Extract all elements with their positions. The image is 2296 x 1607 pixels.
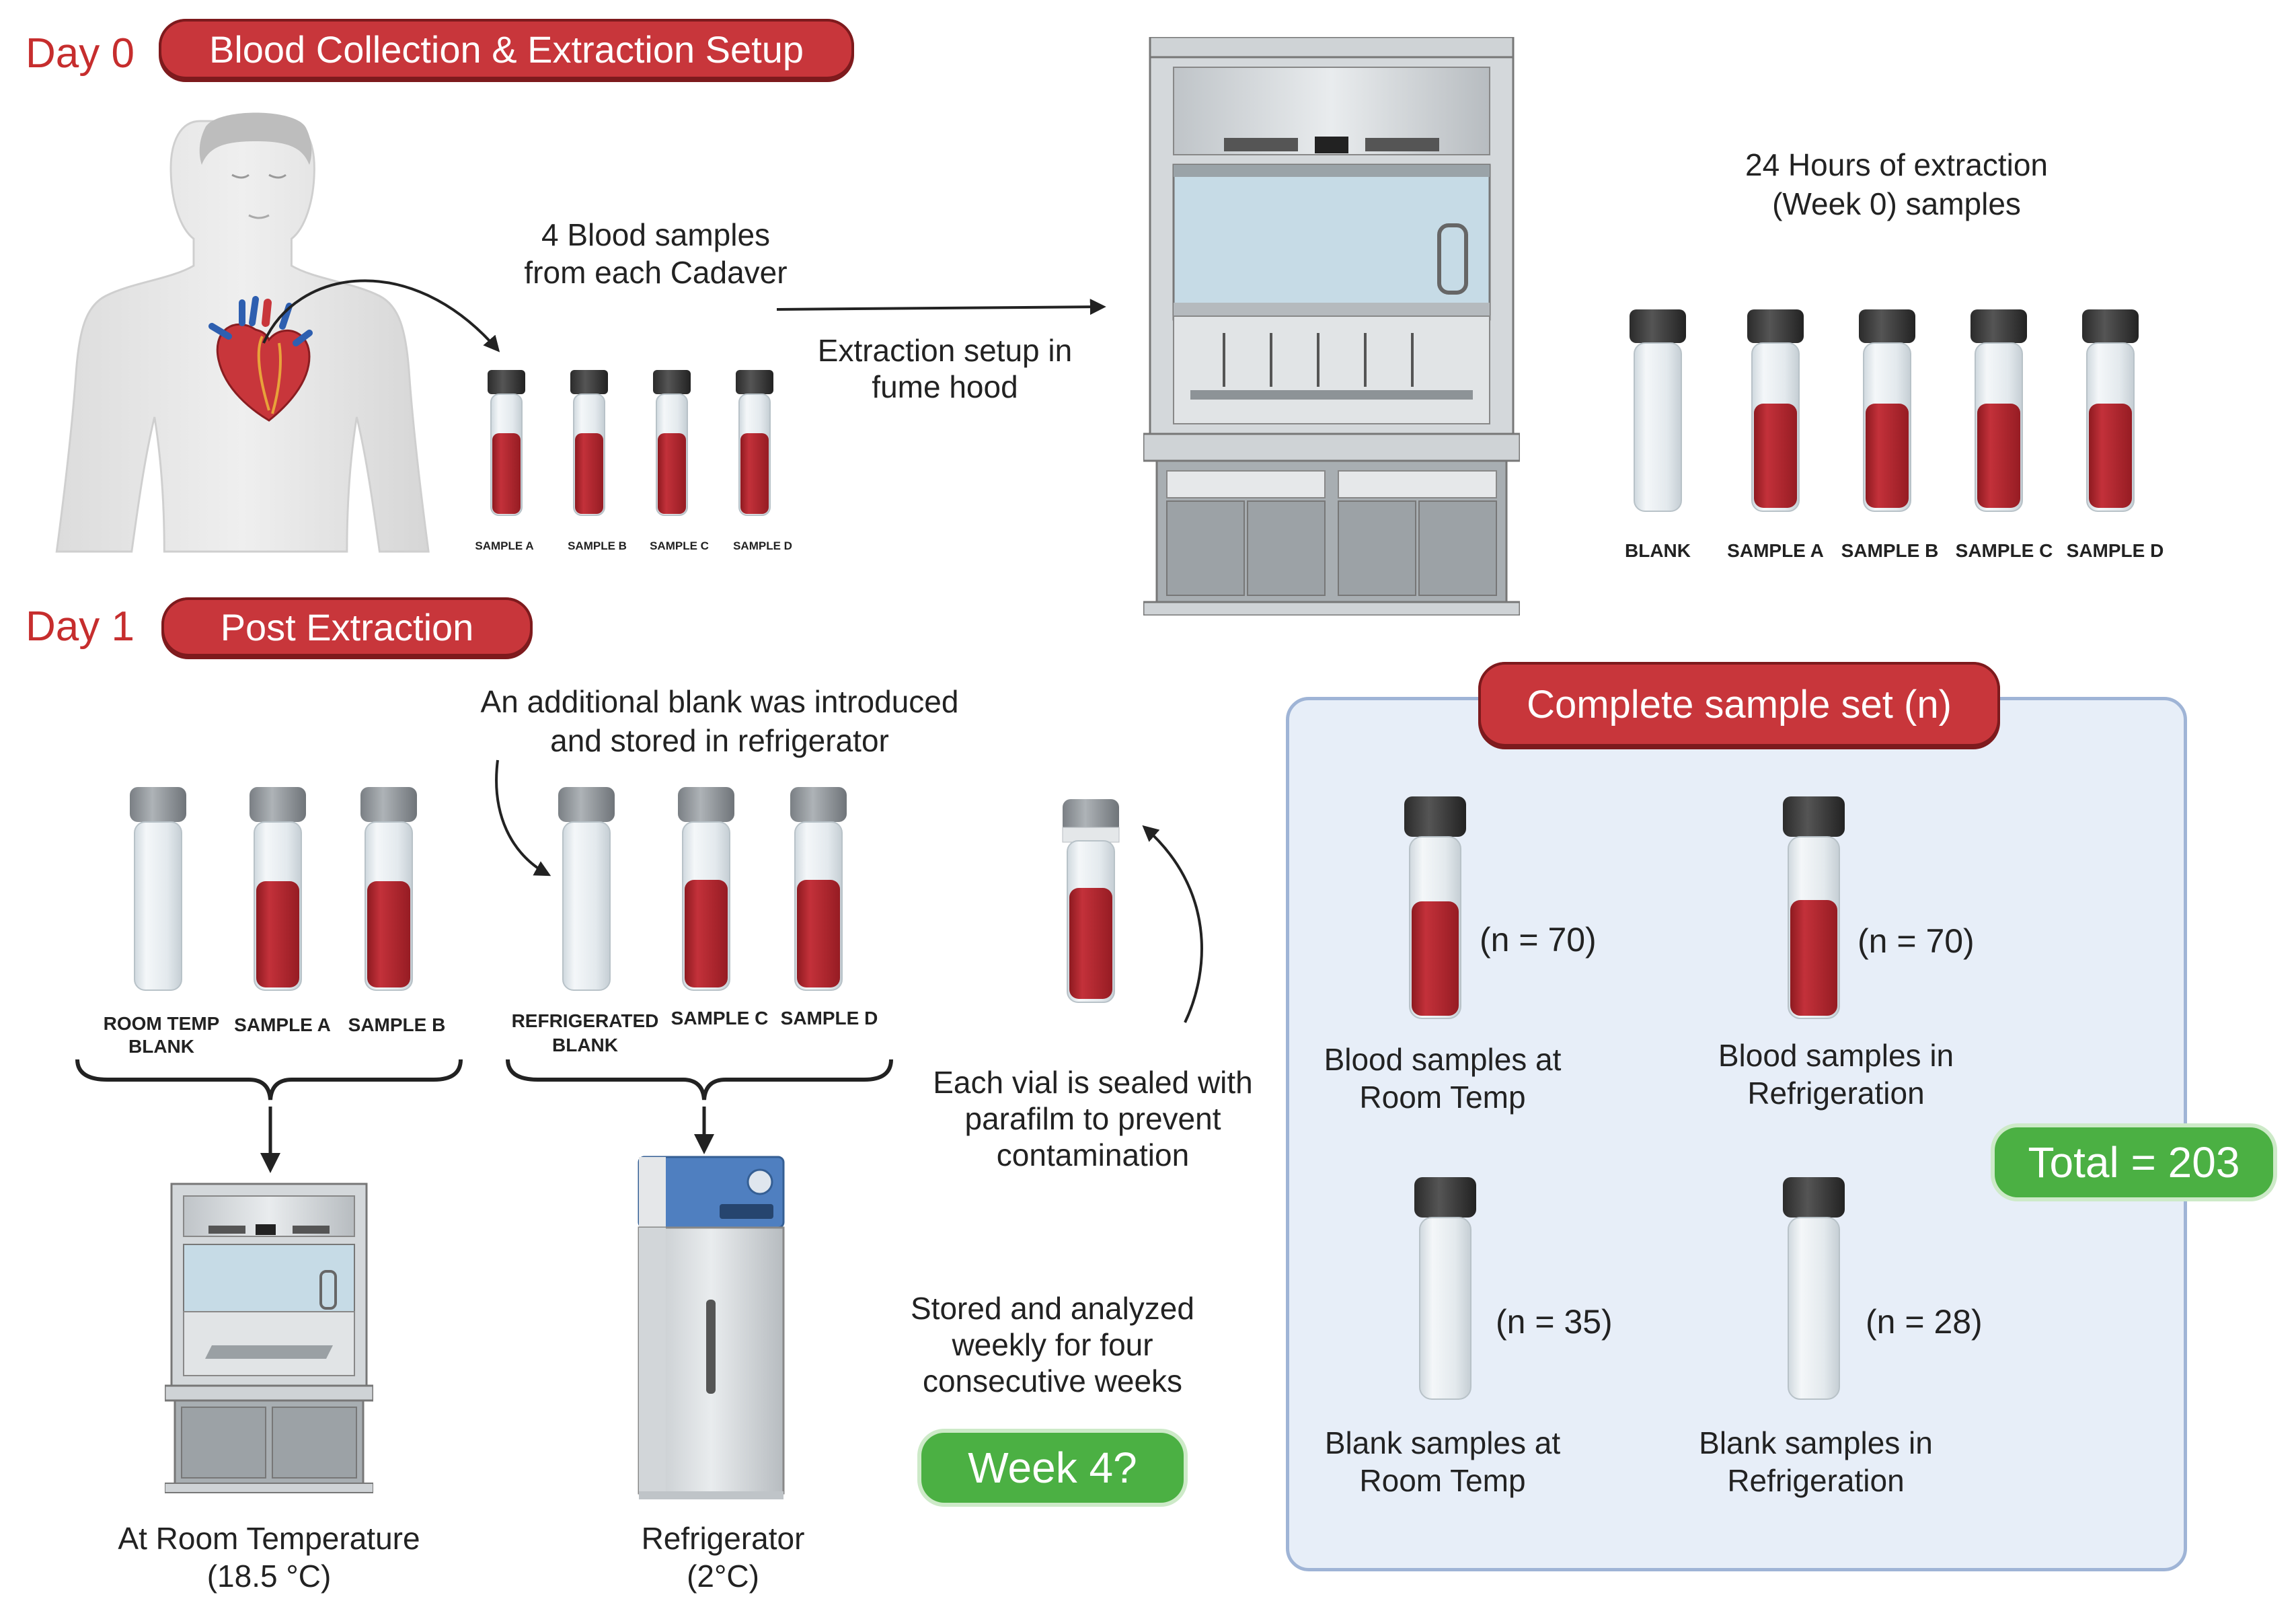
samples-text-line-1: 4 Blood samples	[541, 217, 771, 252]
arrow-heart-to-tubes	[262, 279, 500, 352]
caption-blood-refrigeration-2: Refrigeration	[1747, 1076, 1925, 1111]
seal-text-line-1: Each vial is sealed with	[933, 1065, 1253, 1100]
fridge-caption-line-2: (2°C)	[687, 1559, 759, 1594]
stored-text-line-3: consecutive weeks	[922, 1363, 1183, 1398]
day-0-header: Blood Collection & Extraction Setup	[159, 19, 854, 79]
tube-label-b: SAMPLE B	[568, 539, 627, 552]
label-fridge-sample-c: SAMPLE C	[671, 1008, 769, 1029]
vial-room-sample-a	[250, 787, 306, 991]
refrigerator-illustration	[638, 1156, 785, 1499]
extraction-text-line-1: 24 Hours of extraction	[1745, 147, 2048, 182]
caption-blood-room-temp-2: Room Temp	[1359, 1080, 1526, 1115]
vial-label-blank: BLANK	[1625, 540, 1691, 561]
fume-hood-text-line-1: Extraction setup in	[817, 333, 1073, 368]
label-refrigerated-blank: BLANK	[552, 1035, 618, 1055]
vial-label-d: SAMPLE D	[2066, 540, 2164, 561]
fume-hood-text-line-2: fume hood	[872, 369, 1018, 404]
vial-label-b: SAMPLE B	[1841, 540, 1939, 561]
vial-sample-b	[1859, 309, 1915, 512]
vial-sample-a	[1747, 309, 1804, 512]
fume-hood-illustration	[1143, 37, 1520, 615]
vial-fridge-sample-d	[790, 787, 847, 991]
label-room-sample-b: SAMPLE B	[348, 1014, 446, 1035]
tube-sample-b	[570, 370, 608, 516]
label-room-temp: ROOM TEMP	[103, 1013, 220, 1034]
n-blank-room-temp: (n = 35)	[1496, 1303, 1613, 1341]
day1-vials	[130, 787, 847, 991]
arrow-to-fume-hood	[776, 299, 1106, 315]
vial-blank-room-temp	[1414, 1177, 1476, 1400]
sample-set-header: Complete sample set (n)	[1478, 662, 2000, 747]
vial-blank-refrigeration	[1783, 1177, 1845, 1400]
vial-label-c: SAMPLE C	[1955, 540, 2053, 561]
vial-fridge-sample-c	[678, 787, 734, 991]
seal-text-line-3: contamination	[996, 1137, 1190, 1172]
seal-text-line-2: parafilm to prevent	[964, 1101, 1221, 1136]
heart-icon	[208, 296, 313, 422]
caption-blank-refrigeration-2: Refrigeration	[1727, 1463, 1905, 1498]
label-refrigerated: REFRIGERATED	[511, 1010, 659, 1031]
extraction-text-line-2: (Week 0) samples	[1772, 186, 2021, 221]
arrow-to-refrigerated-blank	[495, 759, 551, 876]
vial-label-a: SAMPLE A	[1727, 540, 1824, 561]
n-blank-refrigeration: (n = 28)	[1866, 1303, 1983, 1341]
week0-vials	[1630, 309, 2139, 512]
tube-label-d: SAMPLE D	[733, 539, 792, 552]
label-room-temp-blank: BLANK	[128, 1036, 194, 1057]
room-temp-fume-hood	[165, 1183, 373, 1493]
day-1-header: Post Extraction	[161, 597, 533, 657]
stored-text-line-2: weekly for four	[952, 1327, 1153, 1362]
vial-sample-d	[2082, 309, 2139, 512]
vial-blank	[1630, 309, 1686, 512]
vial-blood-refrigeration	[1783, 796, 1845, 1019]
n-blood-refrigeration: (n = 70)	[1858, 922, 1975, 960]
vial-room-temp-blank	[130, 787, 186, 991]
tube-label-c: SAMPLE C	[650, 539, 709, 552]
n-blood-room-temp: (n = 70)	[1480, 921, 1597, 959]
caption-blood-room-temp-1: Blood samples at	[1324, 1042, 1562, 1077]
caption-blank-room-temp-2: Room Temp	[1359, 1463, 1526, 1498]
caption-blank-room-temp-1: Blank samples at	[1324, 1425, 1561, 1460]
blank-text-line-1: An additional blank was introduced	[480, 684, 959, 719]
cadaver-illustration	[55, 112, 430, 553]
vial-sample-c	[1970, 309, 2027, 512]
grouping-braces	[75, 1059, 893, 1173]
room-caption-line-1: At Room Temperature	[118, 1521, 420, 1556]
caption-blood-refrigeration-1: Blood samples in	[1718, 1038, 1954, 1073]
room-caption-line-2: (18.5 °C)	[206, 1559, 332, 1594]
stored-text-line-1: Stored and analyzed	[911, 1291, 1194, 1326]
week-4-badge: Week 4?	[921, 1433, 1184, 1503]
day-1-label: Day 1	[26, 603, 135, 650]
blank-text-line-2: and stored in refrigerator	[550, 723, 889, 758]
label-room-sample-a: SAMPLE A	[234, 1014, 331, 1035]
vial-refrigerated-blank	[558, 787, 615, 991]
tube-sample-c	[653, 370, 691, 516]
arrow-to-sealed-vial	[1142, 825, 1203, 1023]
tube-label-a: SAMPLE A	[475, 539, 534, 552]
day-0-label: Day 0	[26, 30, 135, 77]
samples-text-line-2: from each Cadaver	[524, 255, 788, 290]
vial-blood-room-temp	[1404, 796, 1466, 1019]
fridge-caption-line-1: Refrigerator	[641, 1521, 805, 1556]
caption-blank-refrigeration-1: Blank samples in	[1699, 1425, 1933, 1460]
vial-room-sample-b	[360, 787, 417, 991]
label-fridge-sample-d: SAMPLE D	[780, 1008, 878, 1029]
total-badge: Total = 203	[1995, 1127, 2273, 1197]
sample-set-vials	[1404, 796, 1845, 1400]
tube-sample-a	[488, 370, 525, 516]
tube-sample-d	[736, 370, 773, 516]
sealed-vial	[1062, 799, 1120, 1003]
blood-tubes-day0	[488, 370, 773, 516]
